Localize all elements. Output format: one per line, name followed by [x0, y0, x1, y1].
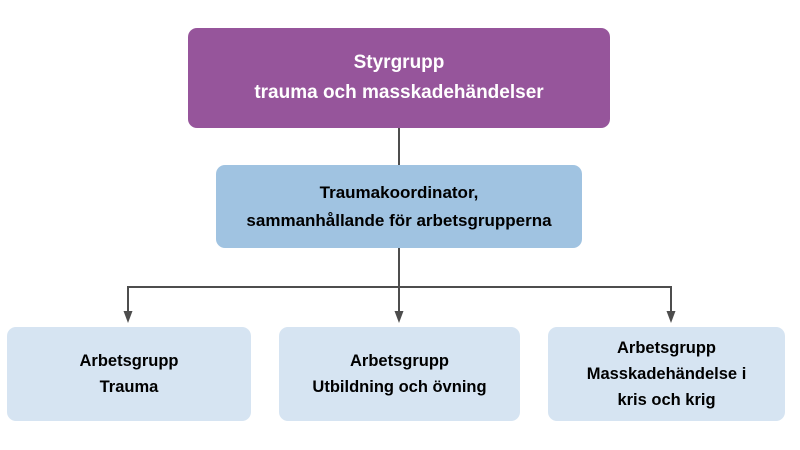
node-arbetsgrupp-trauma-line-2: Trauma: [99, 378, 159, 396]
node-traumakoordinator: Traumakoordinator, sammanhållande för ar…: [216, 165, 582, 248]
node-arbetsgrupp-masskadehandelse-line-3: kris och krig: [617, 391, 716, 409]
node-traumakoordinator-line-2: sammanhållande för arbetsgrupperna: [246, 210, 552, 230]
node-arbetsgrupp-masskadehandelse-line-1: Arbetsgrupp: [617, 339, 716, 357]
node-traumakoordinator-line-1: Traumakoordinator,: [319, 182, 479, 202]
node-arbetsgrupp-masskadehandelse-line-2: Masskadehändelse i: [586, 365, 747, 383]
arrow-down-icon: [123, 311, 133, 323]
arrow-down-icon: [666, 311, 676, 323]
connector-arrowheads: [123, 311, 676, 323]
node-styrgrupp-line-2: trauma och masskadehändelser: [254, 82, 544, 103]
node-arbetsgrupp-trauma-line-1: Arbetsgrupp: [79, 352, 179, 370]
node-arbetsgrupp-utbildning-line-2: Utbildning och övning: [312, 378, 487, 396]
node-arbetsgrupp-trauma: Arbetsgrupp Trauma: [7, 327, 251, 421]
arrow-down-icon: [394, 311, 404, 323]
node-arbetsgrupp-utbildning-line-1: Arbetsgrupp: [350, 352, 449, 370]
node-styrgrupp: Styrgrupp trauma och masskadehändelser: [188, 28, 610, 128]
node-styrgrupp-line-1: Styrgrupp: [353, 52, 445, 73]
node-arbetsgrupp-masskadehandelse: Arbetsgrupp Masskadehändelse i kris och …: [548, 327, 785, 421]
node-arbetsgrupp-utbildning: Arbetsgrupp Utbildning och övning: [279, 327, 520, 421]
